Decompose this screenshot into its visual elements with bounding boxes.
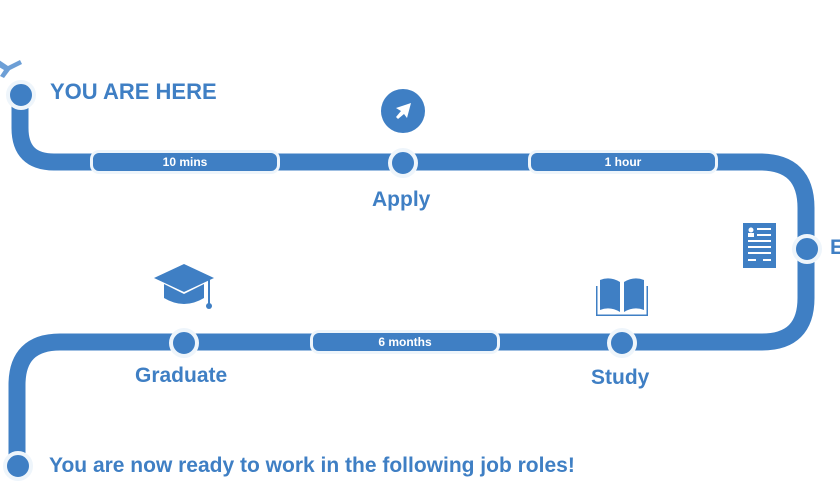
start-node (6, 80, 36, 110)
step-node-apply (388, 148, 418, 178)
step-node-study (607, 328, 637, 358)
step-node-e (792, 234, 822, 264)
step-label-apply: Apply (372, 188, 431, 211)
duration-pill: 10 mins (90, 150, 280, 174)
start-label: YOU ARE HERE (50, 79, 217, 104)
airplane-icon (0, 60, 22, 78)
paper-plane-icon (381, 89, 425, 133)
step-node-graduate (169, 328, 199, 358)
step-label-e: E (830, 236, 840, 259)
graduation-cap-icon (154, 264, 214, 309)
duration-pill: 6 months (310, 330, 500, 354)
open-book-icon (596, 278, 648, 316)
step-label-study: Study (591, 366, 650, 389)
duration-pill: 1 hour (528, 150, 718, 174)
end-label: You are now ready to work in the followi… (49, 454, 575, 477)
step-label-graduate: Graduate (135, 364, 228, 387)
resume-document-icon (743, 223, 776, 268)
